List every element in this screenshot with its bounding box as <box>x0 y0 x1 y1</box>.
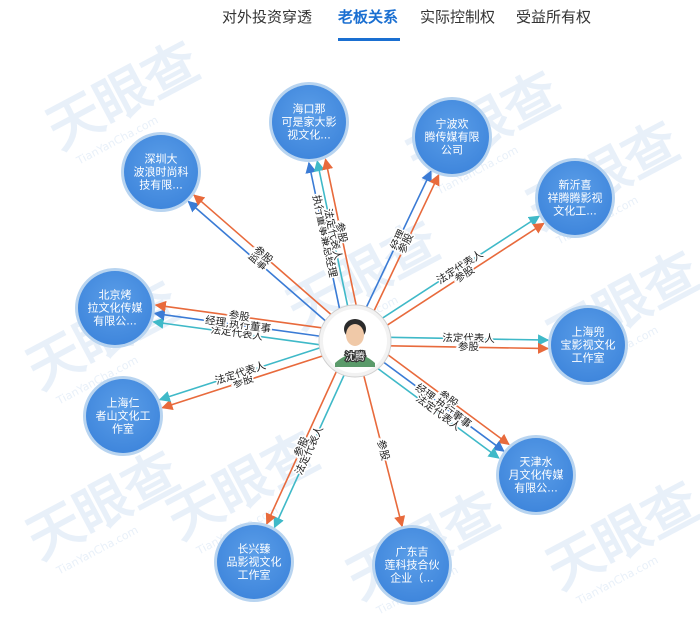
company-name-line: 宝影视文化 <box>561 338 616 352</box>
edge-label-shanghai-dou-1: 参股 <box>458 340 480 353</box>
company-node-tianjin[interactable]: 天津水月文化传媒有限公... <box>496 435 576 515</box>
node-circle <box>415 100 489 174</box>
company-name-line: 拉文化传媒 <box>88 301 143 315</box>
company-name-line: 莲科技合伙 <box>385 558 440 572</box>
company-node-guangdong[interactable]: 广东吉莲科技合伙企业（... <box>372 525 452 605</box>
node-circle <box>375 528 449 602</box>
node-layer: 海口那可是家大影视文化...宁波欢腾传媒有限公司深圳大波浪时尚科技有限...新沂… <box>75 82 628 605</box>
tab-bar: 对外投资穿透 老板关系 实际控制权 受益所有权 <box>0 0 700 44</box>
company-name-line: 工作室 <box>572 351 605 365</box>
edge-line-shenzhen-0 <box>187 200 328 323</box>
company-node-beijing[interactable]: 北京烤拉文化传媒有限公... <box>75 268 155 348</box>
company-name-line: 广东吉 <box>396 546 429 559</box>
tab-actual-control[interactable]: 实际控制权 <box>420 8 496 26</box>
edge-line-beijing-2 <box>154 300 323 329</box>
node-circle <box>551 308 625 382</box>
company-name-line: 有限公... <box>93 314 137 328</box>
company-name-line: 作室 <box>112 422 134 436</box>
edge-line-guangdong-0 <box>362 373 406 528</box>
company-name-line: 公司 <box>441 144 463 157</box>
company-name-line: 上海兜 <box>572 325 605 339</box>
node-circle <box>78 271 152 345</box>
company-name-line: 可是家大影 <box>282 115 337 129</box>
edge-line-tianjin-0 <box>386 353 510 446</box>
edge-line-tianjin-1 <box>381 360 505 452</box>
company-node-xinyi[interactable]: 新沂喜祥腾腾影视文化工... <box>535 158 615 238</box>
company-name-line: 工作室 <box>238 568 271 582</box>
node-circle <box>538 161 612 235</box>
edge-line-beijing-1 <box>153 309 322 338</box>
edge-line-ningbo-1 <box>372 173 440 313</box>
company-name-line: 月文化传媒 <box>509 468 564 482</box>
node-circle <box>499 438 573 512</box>
edge-line-ningbo-0 <box>365 170 432 309</box>
edge-line-xinyi-0 <box>380 215 541 320</box>
active-tab-indicator <box>338 38 400 41</box>
company-name-line: 企业（... <box>390 571 434 585</box>
center-person-name: 沈腾 <box>345 350 365 363</box>
edge-label-haikou-2: 参股 <box>333 221 350 245</box>
company-name-line: 上海仁 <box>107 396 140 410</box>
edge-line-shenzhen-1 <box>193 194 333 317</box>
edge-line-haikou-1 <box>313 160 349 308</box>
edge-line-shanghai-dou-1 <box>388 342 550 354</box>
edge-line-xinyi-1 <box>385 222 545 327</box>
company-name-line: 祥腾腾影视 <box>548 191 603 205</box>
company-name-line: 文化工... <box>553 204 597 218</box>
node-circle <box>124 135 198 209</box>
company-name-line: 者山文化工 <box>96 409 151 423</box>
edge-label-shanghai-dou-0: 法定代表人 <box>442 331 495 345</box>
edge-line-changxing-1 <box>265 369 338 525</box>
edge-line-shanghai-dou-0 <box>389 334 550 346</box>
edge-line-haikou-0 <box>305 161 341 310</box>
company-name-line: 视文化... <box>287 128 331 142</box>
company-node-shenzhen[interactable]: 深圳大波浪时尚科技有限... <box>121 132 201 212</box>
company-name-line: 深圳大 <box>145 152 178 166</box>
company-name-line: 波浪时尚科 <box>134 165 189 179</box>
edge-line-changxing-0 <box>273 373 346 529</box>
company-name-line: 新沂喜 <box>559 178 592 192</box>
node-circle <box>272 85 346 159</box>
company-node-haikou[interactable]: 海口那可是家大影视文化... <box>269 82 349 162</box>
edge-label-guangdong-0: 参股 <box>374 438 392 462</box>
edge-line-haikou-2 <box>322 158 358 307</box>
tab-boss-relations[interactable]: 老板关系 <box>338 8 399 26</box>
edge-label-beijing-2: 参股 <box>228 308 251 324</box>
edge-line-shanghai-ren-0 <box>161 354 325 410</box>
edge-line-beijing-0 <box>152 317 321 346</box>
node-circle <box>217 525 291 599</box>
node-circle <box>86 379 160 453</box>
person-photo-icon <box>335 319 375 367</box>
company-name-line: 宁波欢 <box>436 117 469 131</box>
company-name-line: 海口那 <box>293 102 326 116</box>
company-name-line: 技有限... <box>139 178 183 192</box>
edge-line-shanghai-ren-1 <box>158 346 322 402</box>
company-name-line: 腾传媒有限 <box>425 130 480 144</box>
company-name-line: 长兴臻 <box>238 542 271 556</box>
company-name-line: 天津水 <box>520 456 553 469</box>
company-name-line: 北京烤 <box>99 288 132 302</box>
edge-line-tianjin-2 <box>376 367 500 459</box>
tab-beneficial-ownership[interactable]: 受益所有权 <box>516 8 592 26</box>
company-name-line: 有限公... <box>514 481 558 495</box>
company-name-line: 品影视文化 <box>227 555 282 569</box>
tab-outbound-investment[interactable]: 对外投资穿透 <box>222 8 313 26</box>
center-person-node[interactable]: 沈腾 <box>318 304 392 378</box>
